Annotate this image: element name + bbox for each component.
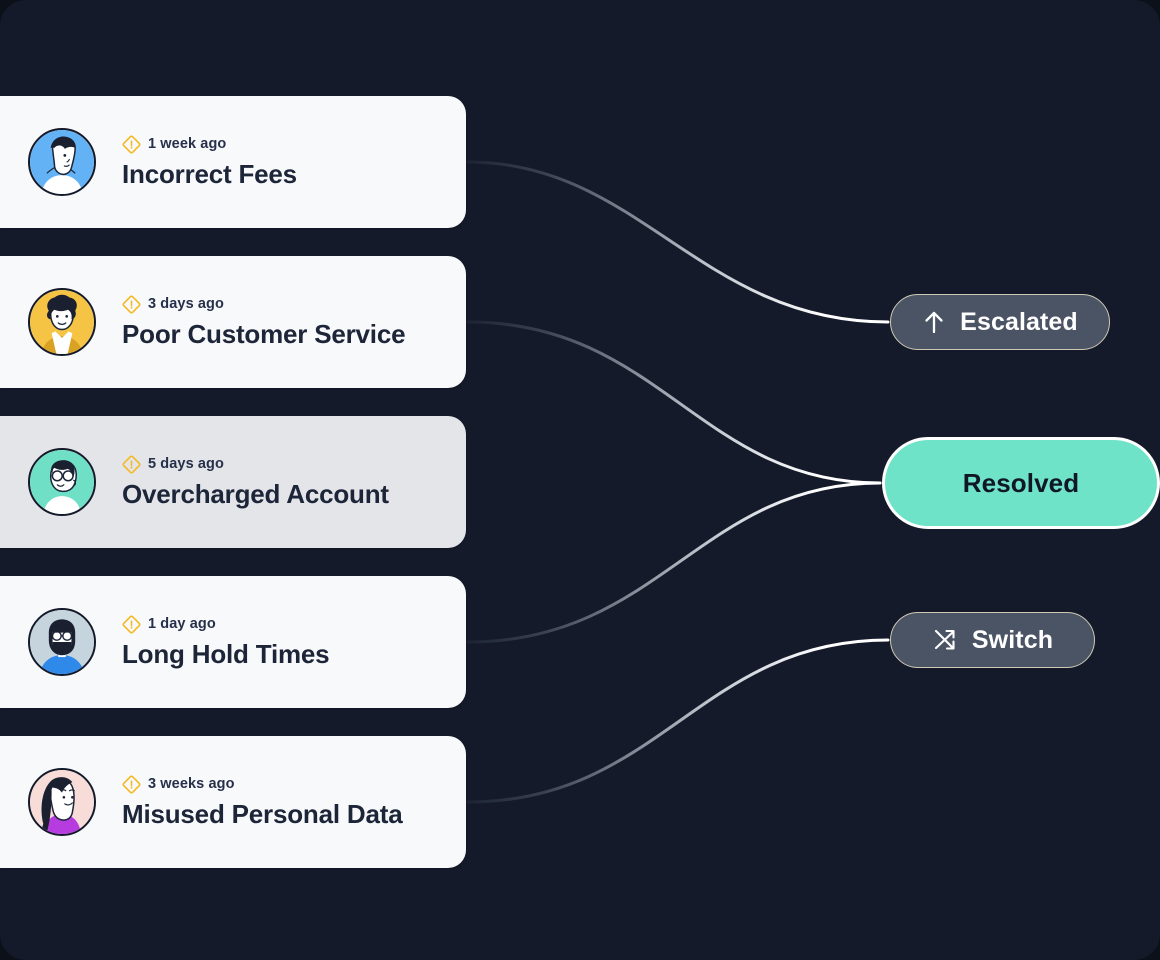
avatar <box>28 448 96 516</box>
warning-diamond-icon <box>122 454 141 474</box>
ticket-card-incorrect-fees[interactable]: 1 week ago Incorrect Fees <box>0 96 466 228</box>
warning-diamond-icon <box>122 294 141 314</box>
warning-diamond-icon <box>122 134 141 154</box>
ticket-body: 1 day ago Long Hold Times <box>122 614 330 670</box>
ticket-meta: 5 days ago <box>122 454 389 474</box>
ticket-timestamp: 3 weeks ago <box>148 776 235 792</box>
ticket-title: Overcharged Account <box>122 478 389 509</box>
avatar <box>28 128 96 196</box>
avatar <box>28 768 96 836</box>
ticket-meta: 3 days ago <box>122 294 405 314</box>
ticket-timestamp: 1 week ago <box>148 136 227 152</box>
status-pill-resolved[interactable]: Resolved <box>882 437 1160 529</box>
warning-diamond-icon <box>122 774 141 794</box>
ticket-card-misused-personal-data[interactable]: 3 weeks ago Misused Personal Data <box>0 736 466 868</box>
ticket-title: Incorrect Fees <box>122 158 297 189</box>
connector-misused-personal-data-to-switch <box>466 638 890 804</box>
ticket-card-overcharged-account[interactable]: 5 days ago Overcharged Account <box>0 416 466 548</box>
ticket-body: 1 week ago Incorrect Fees <box>122 134 297 190</box>
shuffle-icon <box>934 629 955 650</box>
connector-incorrect-fees-to-escalated <box>466 160 890 324</box>
avatar <box>28 288 96 356</box>
ticket-card-long-hold-times[interactable]: 1 day ago Long Hold Times <box>0 576 466 708</box>
ticket-timestamp: 5 days ago <box>148 456 224 472</box>
warning-diamond-icon <box>122 614 141 634</box>
status-pill-switch[interactable]: Switch <box>890 612 1095 668</box>
ticket-title: Misused Personal Data <box>122 798 403 829</box>
connector-poor-customer-service-to-resolved <box>466 320 882 485</box>
arrow-up-icon <box>925 311 943 334</box>
ticket-meta: 1 week ago <box>122 134 297 154</box>
ticket-timestamp: 1 day ago <box>148 616 216 632</box>
ticket-body: 3 days ago Poor Customer Service <box>122 294 406 350</box>
avatar <box>28 608 96 676</box>
ticket-meta: 1 day ago <box>122 614 329 634</box>
status-pill-label: Resolved <box>962 467 1080 498</box>
status-pill-label: Escalated <box>960 307 1078 336</box>
ticket-body: 3 weeks ago Misused Personal Data <box>122 774 403 830</box>
ticket-title: Long Hold Times <box>122 638 330 669</box>
ticket-timestamp: 3 days ago <box>148 296 224 312</box>
ticket-body: 5 days ago Overcharged Account <box>122 454 389 510</box>
status-pill-escalated[interactable]: Escalated <box>890 294 1110 350</box>
connector-long-hold-times-to-resolved <box>466 481 882 644</box>
ticket-card-poor-customer-service[interactable]: 3 days ago Poor Customer Service <box>0 256 466 388</box>
ticket-meta: 3 weeks ago <box>122 774 402 794</box>
ticket-title: Poor Customer Service <box>122 318 406 349</box>
status-pill-label: Switch <box>971 625 1054 654</box>
